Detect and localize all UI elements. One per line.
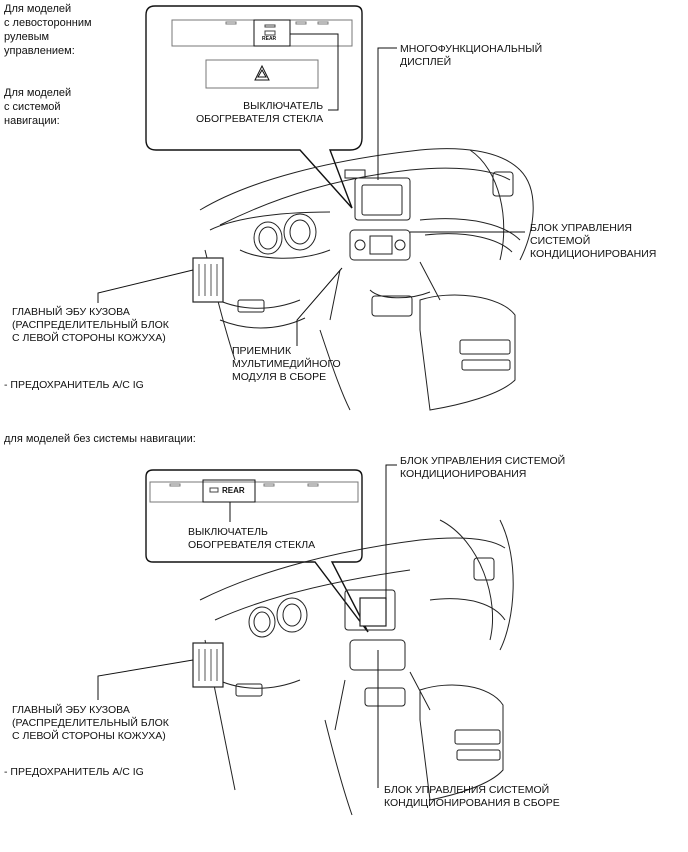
lhd-note: Для моделей с левосторонним рулевым упра… [4,3,92,57]
fuse-label-bottom: - ПРЕДОХРАНИТЕЛЬ A/C IG [4,766,144,778]
rear-label-bottom: REAR [222,486,245,495]
defogger-switch-label-bottom: ВЫКЛЮЧАТЕЛЬ ОБОГРЕВАТЕЛЯ СТЕКЛА [188,526,316,551]
bottom-switch-inset [145,469,369,633]
bottom-dashboard-drawing [192,519,514,816]
bottom-heading: для моделей без системы навигации: [4,433,196,445]
ac-control-assembly-label: БЛОК УПРАВЛЕНИЯ СИСТЕМОЙ КОНДИЦИОНИРОВАН… [384,784,560,809]
top-dashboard-drawing [192,148,534,411]
fuse-label-top: - ПРЕДОХРАНИТЕЛЬ A/C IG [4,379,144,391]
ac-control-unit-label-top: БЛОК УПРАВЛЕНИЯ СИСТЕМОЙ КОНДИЦИОНИРОВАН… [530,222,657,260]
top-switch-inset [145,5,363,209]
nav-note: Для моделей с системой навигации: [4,87,72,127]
defogger-switch-label-top: ВЫКЛЮЧАТЕЛЬ ОБОГРЕВАТЕЛЯ СТЕКЛА [196,100,324,125]
rear-label-top: REAR [262,36,277,42]
body-ecu-label-top: ГЛАВНЫЙ ЭБУ КУЗОВА (РАСПРЕДЕЛИТЕЛЬНЫЙ БЛ… [12,306,169,344]
top-leader-lines [97,47,525,346]
body-ecu-label-bottom: ГЛАВНЫЙ ЭБУ КУЗОВА (РАСПРЕДЕЛИТЕЛЬНЫЙ БЛ… [12,704,169,742]
ac-control-unit-label-bottom: БЛОК УПРАВЛЕНИЯ СИСТЕМОЙ КОНДИЦИОНИРОВАН… [400,455,566,480]
multi-display-label: МНОГОФУНКЦИОНАЛЬНЫЙ ДИСПЛЕЙ [400,43,543,68]
bottom-leader-lines [97,464,397,788]
receiver-label: ПРИЕМНИК МУЛЬТИМЕДИЙНОГО МОДУЛЯ В СБОРЕ [232,345,341,383]
